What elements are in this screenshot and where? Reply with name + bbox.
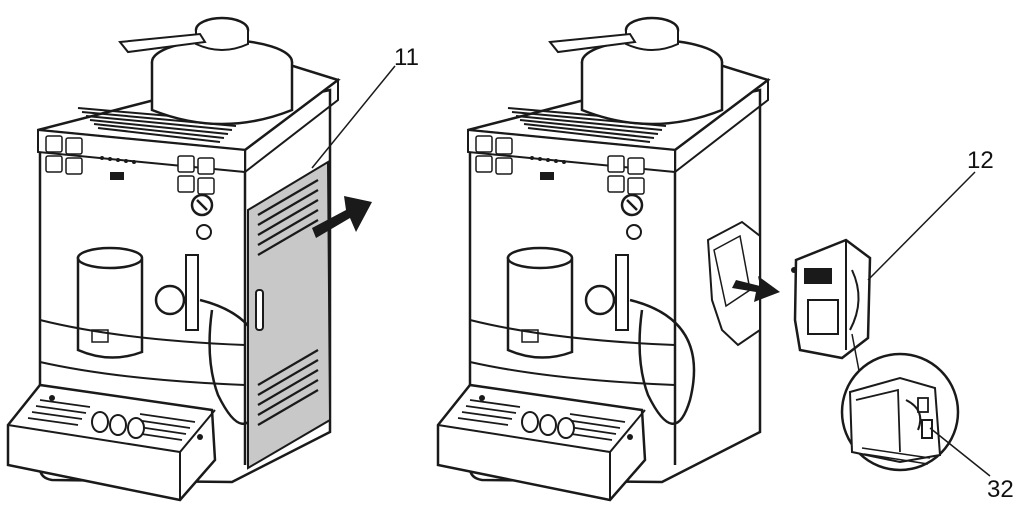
callout-12: 12 <box>967 147 994 174</box>
leader-line-32 <box>929 427 991 477</box>
side-panel-vents <box>257 179 319 426</box>
remove-panel-arrow <box>312 196 372 238</box>
leader-line-11 <box>311 65 396 169</box>
brewing-unit <box>791 238 872 360</box>
detail-magnifier <box>840 333 960 472</box>
leader-line-12 <box>867 171 976 281</box>
callout-11: 11 <box>394 44 419 71</box>
side-panel-grip <box>255 289 264 331</box>
pull-out-arrow <box>732 276 780 302</box>
callout-32: 32 <box>987 476 1014 503</box>
